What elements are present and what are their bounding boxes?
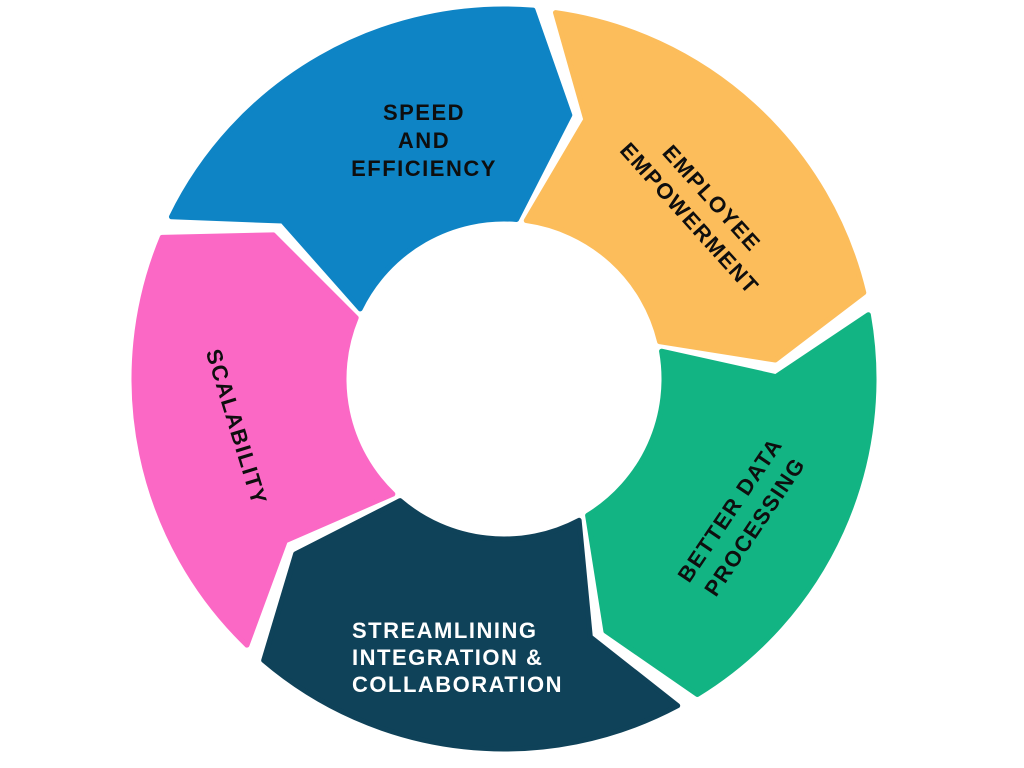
segment-label-line: EFFICIENCY	[351, 156, 497, 181]
segment-label-line: INTEGRATION &	[352, 645, 543, 670]
segment-better-data-processing	[585, 312, 877, 697]
cycle-diagram-segments	[131, 6, 877, 752]
segment-employee-empowerment	[523, 10, 867, 363]
segment-scalability	[131, 232, 396, 648]
segment-label-line: STREAMLINING	[352, 618, 537, 643]
segment-label-line: AND	[398, 128, 450, 153]
segment-speed-and-efficiency	[168, 6, 573, 312]
segment-label-line: COLLABORATION	[352, 672, 563, 697]
segment-label-speed-and-efficiency: SPEED AND EFFICIENCY	[351, 100, 497, 181]
segment-label-line: SPEED	[383, 100, 465, 125]
segment-streamlining-integration-collaboration	[261, 498, 681, 752]
